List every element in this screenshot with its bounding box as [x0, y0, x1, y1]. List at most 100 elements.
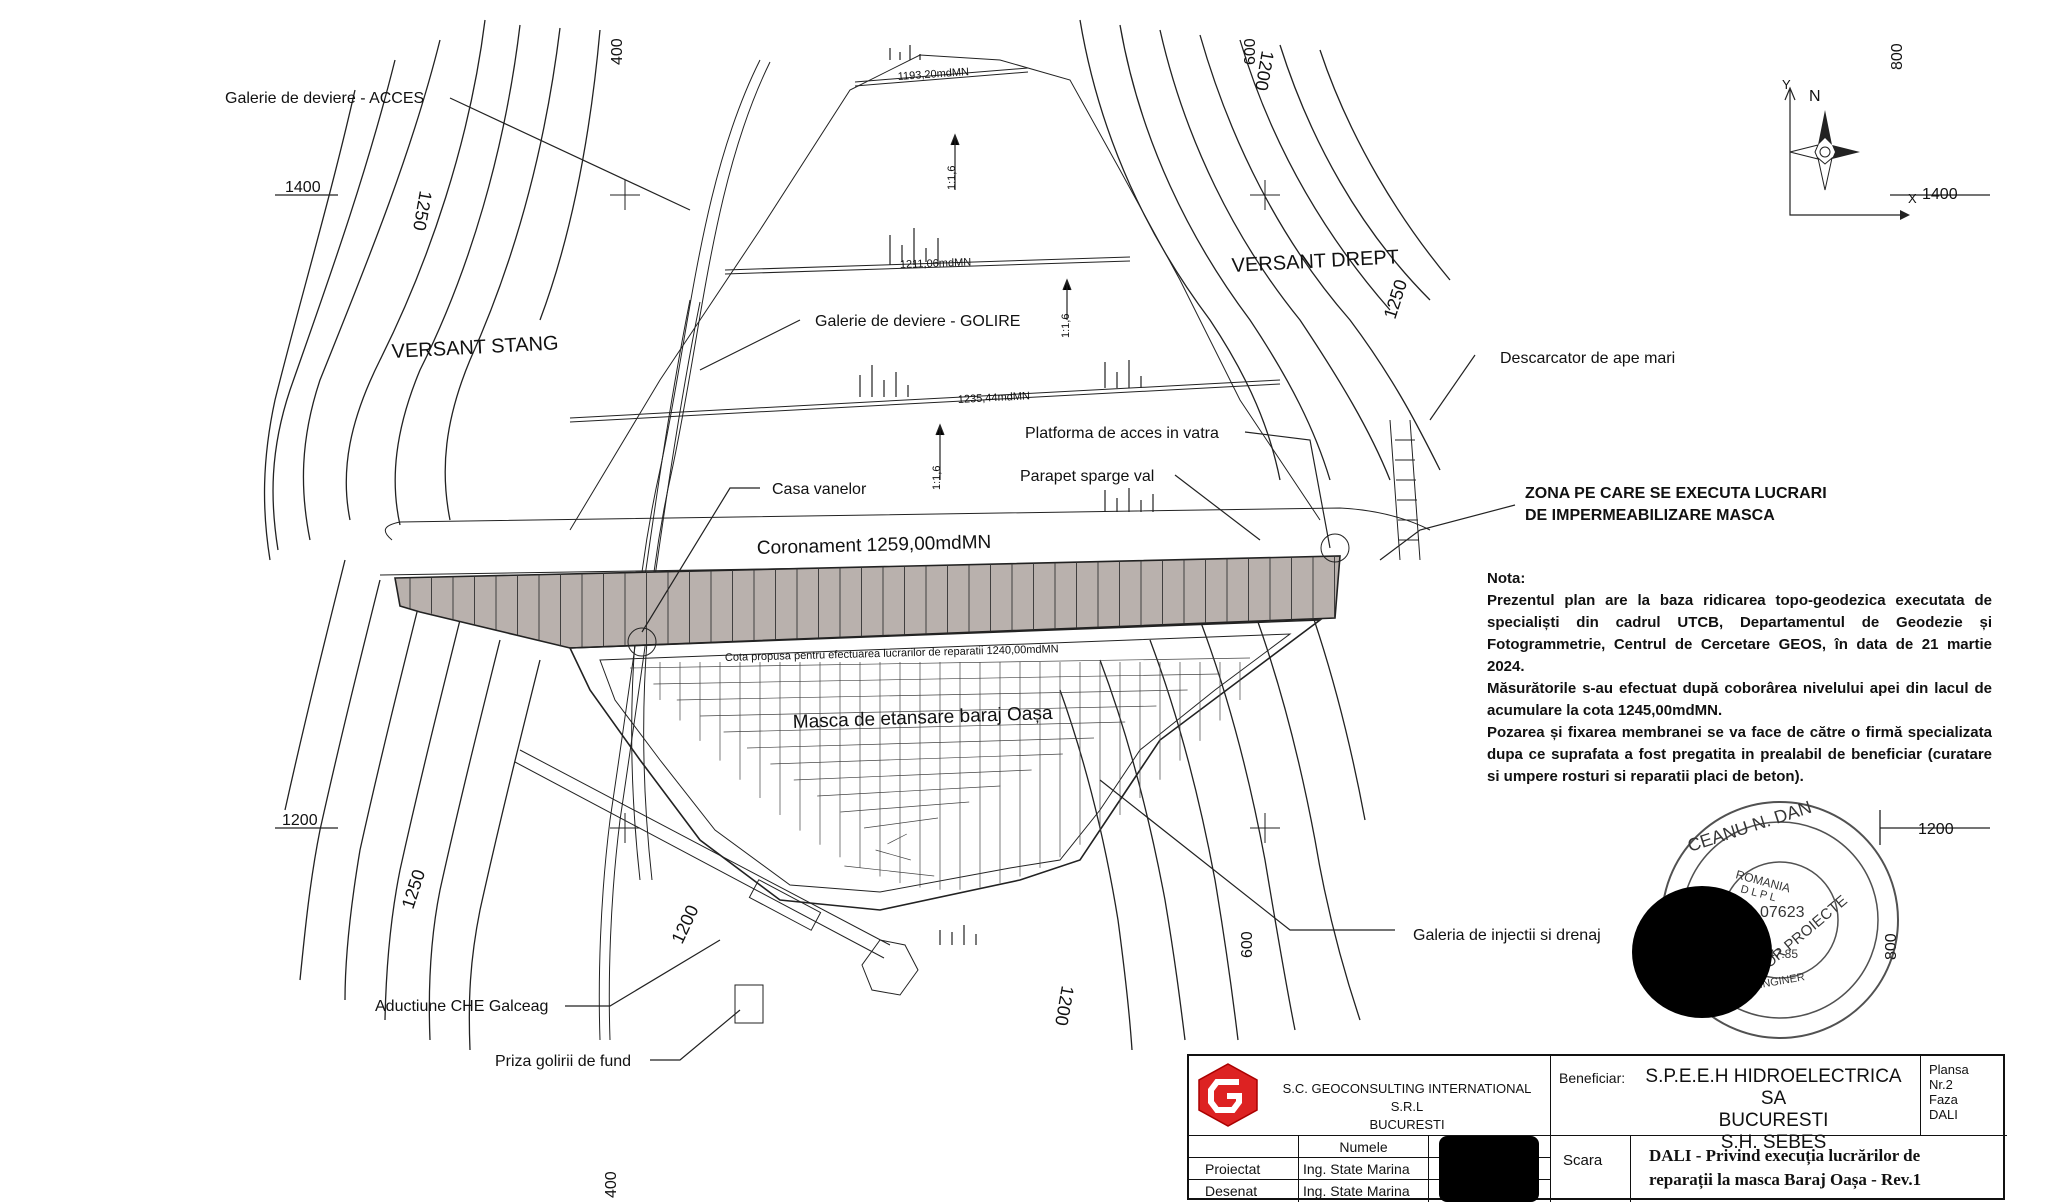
mask-grid-row — [817, 785, 1001, 797]
name-desenat: Ing. State Marina — [1299, 1180, 1429, 1202]
scara-cell: Scara — [1551, 1136, 1631, 1202]
contour-label: 400 — [603, 1171, 620, 1198]
signature-desenat — [1429, 1180, 1551, 1202]
faza-label: Faza — [1929, 1092, 1958, 1107]
project-title-line1: DALI - Privind execuția lucrărilor de — [1649, 1146, 1921, 1165]
label-masca: Masca de etansare baraj Oașa — [792, 703, 1053, 733]
note-paragraph-3: Pozarea și fixarea membranei se va face … — [1487, 724, 1992, 785]
plansa-label: Plansa — [1929, 1062, 1969, 1077]
repair-zone — [394, 555, 1341, 649]
name-proiectat: Ing. State Marina — [1299, 1158, 1429, 1180]
elevation-berm1: 1211,06mdMN — [900, 257, 972, 271]
mask-grid-row — [875, 849, 911, 861]
slope-label-3: 1:1,6 — [931, 466, 943, 490]
berm-top — [854, 67, 1029, 83]
company-city: BUCURESTI — [1369, 1117, 1445, 1132]
label-zona-line1: ZONA PE CARE SE EXECUTA LUCRARI — [1525, 485, 1827, 502]
stamp-number: 07623 — [1760, 904, 1805, 921]
role-desenat: Desenat — [1189, 1180, 1299, 1202]
label-versant-stang: VERSANT STANG — [391, 332, 559, 363]
title-block: S.C. GEOCONSULTING INTERNATIONAL S.R.L B… — [1187, 1054, 2007, 1202]
grid-crosses — [610, 180, 1280, 843]
berm-1 — [724, 256, 1131, 271]
contour-label: 1250 — [398, 867, 429, 911]
slope-label-2: 1:1,6 — [1060, 314, 1072, 338]
spillway — [1320, 419, 1421, 563]
role-proiectat: Proiectat — [1189, 1158, 1299, 1180]
mask-grid-row — [700, 705, 1157, 717]
north-letter: N — [1809, 88, 1821, 105]
repair-zone-hatch — [409, 556, 1335, 648]
label-descarcator: Descarcator de ape mari — [1500, 350, 1675, 367]
label-parapet: Parapet sparge val — [1020, 468, 1154, 485]
label-casa-vanelor: Casa vanelor — [772, 481, 867, 498]
mask-grid — [629, 657, 1251, 890]
company-cell: S.C. GEOCONSULTING INTERNATIONAL S.R.L B… — [1189, 1056, 1551, 1136]
mask-grid-row — [746, 737, 1095, 749]
grid-label-y-right: 1400 — [1922, 186, 1958, 203]
contour-label: 1250 — [409, 189, 436, 232]
dam-upstream-face — [569, 54, 1321, 531]
grid-label-y-right-bottom: 1200 — [1918, 821, 1954, 838]
label-aductiune: Aductiune CHE Galceag — [375, 998, 548, 1015]
beneficiar-name: S.P.E.E.H HIDROELECTRICA SA BUCURESTI S.… — [1631, 1066, 1916, 1154]
axis-letter-x: X — [1908, 191, 1917, 206]
faza-value: DALI — [1929, 1107, 1958, 1122]
contour-label: 1200 — [667, 902, 702, 947]
company-name: S.C. GEOCONSULTING INTERNATIONAL S.R.L — [1282, 1081, 1532, 1114]
redacted-signature — [1632, 886, 1772, 1018]
note-title: Nota: — [1487, 570, 1526, 587]
note-paragraph-2: Măsurătorile s-au efectuat după coborâre… — [1487, 680, 1992, 719]
mask-grid-row — [840, 801, 970, 813]
beneficiar-line1: S.P.E.E.H HIDROELECTRICA SA — [1645, 1066, 1902, 1109]
contour-label: 1200 — [1051, 984, 1078, 1027]
left-contours — [263, 19, 601, 1051]
grid-label-y-left-bottom: 1200 — [282, 812, 318, 829]
grid-label-x-top: 800 — [1889, 43, 1906, 70]
mask-grid-row — [887, 833, 907, 845]
plansa-cell: Plansa Nr.2 Faza DALI — [1921, 1056, 2007, 1136]
note-block: Nota: Prezentul plan are la baza ridicar… — [1487, 568, 1992, 788]
valve-house-circle — [627, 627, 657, 657]
plansa-nr: Nr.2 — [1929, 1077, 1953, 1092]
mask-grid-row — [653, 673, 1219, 685]
header-numele: Numele — [1299, 1136, 1429, 1158]
header-empty — [1189, 1136, 1299, 1158]
project-title-line2: reparații la masca Baraj Oașa - Rev.1 — [1649, 1170, 1922, 1189]
contour-label: 600 — [1242, 38, 1259, 65]
north-arrow — [1784, 86, 1910, 220]
label-priza: Priza golirii de fund — [495, 1053, 631, 1070]
mask-grid-row — [793, 769, 1032, 781]
mask-outline — [568, 619, 1323, 911]
contour-label: 400 — [609, 38, 626, 65]
label-cota-propusa: Cota propusa pentru efectuarea lucrarilo… — [725, 643, 1059, 664]
grid-label-y-top: 1400 — [285, 179, 321, 196]
label-platforma: Platforma de acces in vatra — [1025, 425, 1219, 442]
slope-label-1: 1:1,6 — [946, 166, 958, 190]
mask-grid-row — [863, 817, 939, 829]
stamp-code: 47.85 — [1768, 947, 1798, 961]
elevation-berm2: 1235,44mdMN — [958, 390, 1031, 406]
beneficiar-line2: BUCURESTI — [1718, 1110, 1829, 1131]
diversion-galleries — [598, 59, 771, 1041]
mask-grid-row — [770, 753, 1063, 765]
grid-ticks — [275, 194, 1990, 845]
contour-label: 600 — [1239, 931, 1256, 958]
beneficiar-cell: Beneficiar: S.P.E.E.H HIDROELECTRICA SA … — [1551, 1056, 1921, 1153]
mask-grid-row — [844, 865, 935, 877]
berm-2 — [569, 379, 1281, 419]
axis-letter-y: Y — [1782, 77, 1791, 92]
contour-label: 1250 — [1380, 277, 1411, 321]
mask-grid-row — [723, 721, 1126, 733]
slope-marks — [859, 45, 1154, 945]
elevation-top: 1193,20mdMN — [897, 66, 969, 83]
right-contours — [1059, 19, 1451, 1051]
label-galerie-acces: Galerie de deviere - ACCES — [225, 90, 424, 107]
mask-grid-row — [676, 689, 1188, 701]
company-name-block: S.C. GEOCONSULTING INTERNATIONAL S.R.L B… — [1269, 1080, 1545, 1134]
label-galerie-golire: Galerie de deviere - GOLIRE — [815, 313, 1020, 330]
beneficiar-label: Beneficiar: — [1559, 1070, 1626, 1086]
project-title-cell: DALI - Privind execuția lucrărilor de re… — [1631, 1136, 2007, 1202]
label-zona-line2: DE IMPERMEABILIZARE MASCA — [1525, 507, 1775, 524]
